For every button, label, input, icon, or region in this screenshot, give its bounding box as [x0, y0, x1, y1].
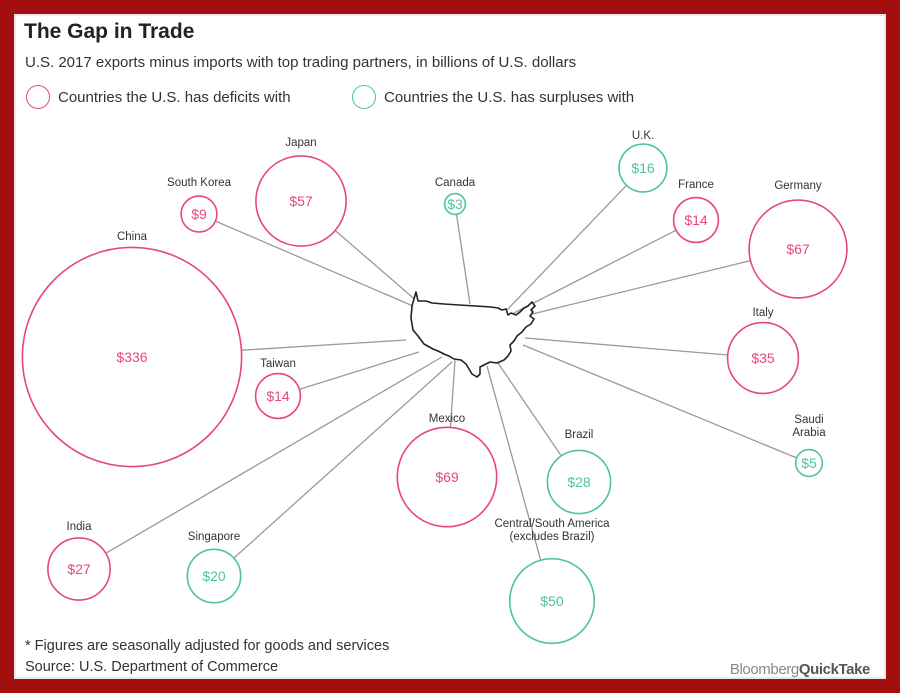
legend-surplus: Countries the U.S. has surpluses with: [352, 82, 634, 112]
bubble-singapore: [186, 548, 242, 604]
connector-south-korea: [215, 220, 414, 307]
country-label-canada: Canada: [435, 177, 476, 189]
country-label-india: India: [67, 521, 93, 533]
connector-china: [241, 339, 407, 351]
bubble-italy: [726, 321, 800, 395]
country-label-italy: Italy: [752, 307, 773, 319]
bubble-south-korea: [180, 195, 218, 233]
connector-u-k: [506, 184, 627, 311]
chart-title: The Gap in Trade: [24, 20, 195, 43]
bubble-canada: [443, 192, 467, 216]
bubble-mexico: [396, 426, 498, 528]
bubble-value-india: $27: [67, 561, 91, 577]
country-label-central-south-america-excludes-brazil: Central/South America(excludes Brazil): [494, 518, 610, 543]
bubble-value-saudi-arabia: $5: [801, 455, 817, 471]
connector-canada: [455, 214, 471, 305]
bubbles-layer: $336 China $57 Japan $9 South Korea $3 Canada $1…: [21, 130, 848, 645]
bubble-saudi-arabia: [794, 448, 824, 478]
bubble-china: [21, 246, 243, 468]
bubble-value-u-k: $16: [631, 160, 655, 176]
country-label-u-k: U.K.: [632, 130, 654, 142]
outer-frame: The Gap in Trade U.S. 2017 exports minus…: [6, 6, 894, 687]
country-label-france: France: [678, 179, 714, 191]
connector-italy: [524, 337, 728, 356]
connector-lines: [105, 184, 797, 561]
surplus-circle-icon: [352, 85, 376, 109]
legend-deficit-label: Countries the U.S. has deficits with: [58, 88, 291, 106]
bubble-japan: [255, 155, 347, 247]
bubble-value-germany: $67: [786, 241, 810, 257]
country-label-china: China: [117, 231, 148, 243]
connector-central-south-america-excludes-brazil: [486, 365, 542, 561]
brand-part1: Bloomberg: [729, 661, 799, 678]
legend-surplus-label: Countries the U.S. has surpluses with: [384, 88, 635, 106]
connector-india: [105, 356, 443, 554]
bubble-india: [47, 537, 111, 601]
bubble-taiwan: [254, 372, 302, 420]
connector-taiwan: [299, 351, 420, 390]
country-label-japan: Japan: [285, 137, 316, 149]
bubble-france: [672, 196, 720, 244]
connector-japan: [334, 230, 420, 304]
connector-singapore: [233, 361, 453, 559]
connector-mexico: [449, 359, 456, 428]
bubble-value-south-korea: $9: [191, 206, 207, 222]
bubble-value-japan: $57: [289, 193, 313, 209]
legend-deficit: Countries the U.S. has deficits with: [26, 82, 291, 112]
bubble-germany: [748, 199, 848, 299]
country-label-mexico: Mexico: [429, 413, 465, 425]
connector-germany: [519, 259, 751, 318]
deficit-circle-icon: [26, 85, 50, 109]
bubble-value-france: $14: [684, 212, 708, 228]
bubble-u-k: [618, 143, 668, 193]
country-label-brazil: Brazil: [565, 429, 594, 441]
bloomberg-quicktake-logo: BloombergQuickTake: [729, 661, 871, 678]
bubble-central-south-america-excludes-brazil: [508, 557, 596, 645]
bubble-brazil: [546, 449, 612, 515]
bubble-value-taiwan: $14: [266, 388, 290, 404]
bubble-value-italy: $35: [751, 350, 775, 366]
source-note: Source: U.S. Department of Commerce: [25, 659, 279, 675]
connector-france: [513, 229, 677, 314]
chart-subtitle: U.S. 2017 exports minus imports with top…: [25, 54, 577, 71]
country-label-singapore: Singapore: [188, 531, 240, 543]
bubble-value-brazil: $28: [567, 474, 591, 490]
connector-brazil: [497, 362, 562, 457]
country-label-taiwan: Taiwan: [260, 358, 296, 370]
bubble-value-central-south-america-excludes-brazil: $50: [540, 593, 564, 609]
bubble-value-canada: $3: [447, 196, 463, 212]
country-label-south-korea: South Korea: [167, 177, 232, 189]
chart-card: The Gap in Trade U.S. 2017 exports minus…: [14, 14, 886, 679]
footnote: * Figures are seasonally adjusted for go…: [25, 638, 390, 654]
bubble-value-singapore: $20: [202, 568, 226, 584]
country-label-germany: Germany: [774, 180, 822, 192]
brand-part2: QuickTake: [798, 661, 871, 678]
us-map-icon: [410, 291, 536, 378]
bubble-value-china: $336: [116, 349, 147, 365]
trade-bubble-diagram: $336 China $57 Japan $9 South Korea $3 Canada $1…: [21, 130, 848, 645]
connector-saudi-arabia: [522, 344, 797, 459]
bubble-value-mexico: $69: [435, 469, 459, 485]
